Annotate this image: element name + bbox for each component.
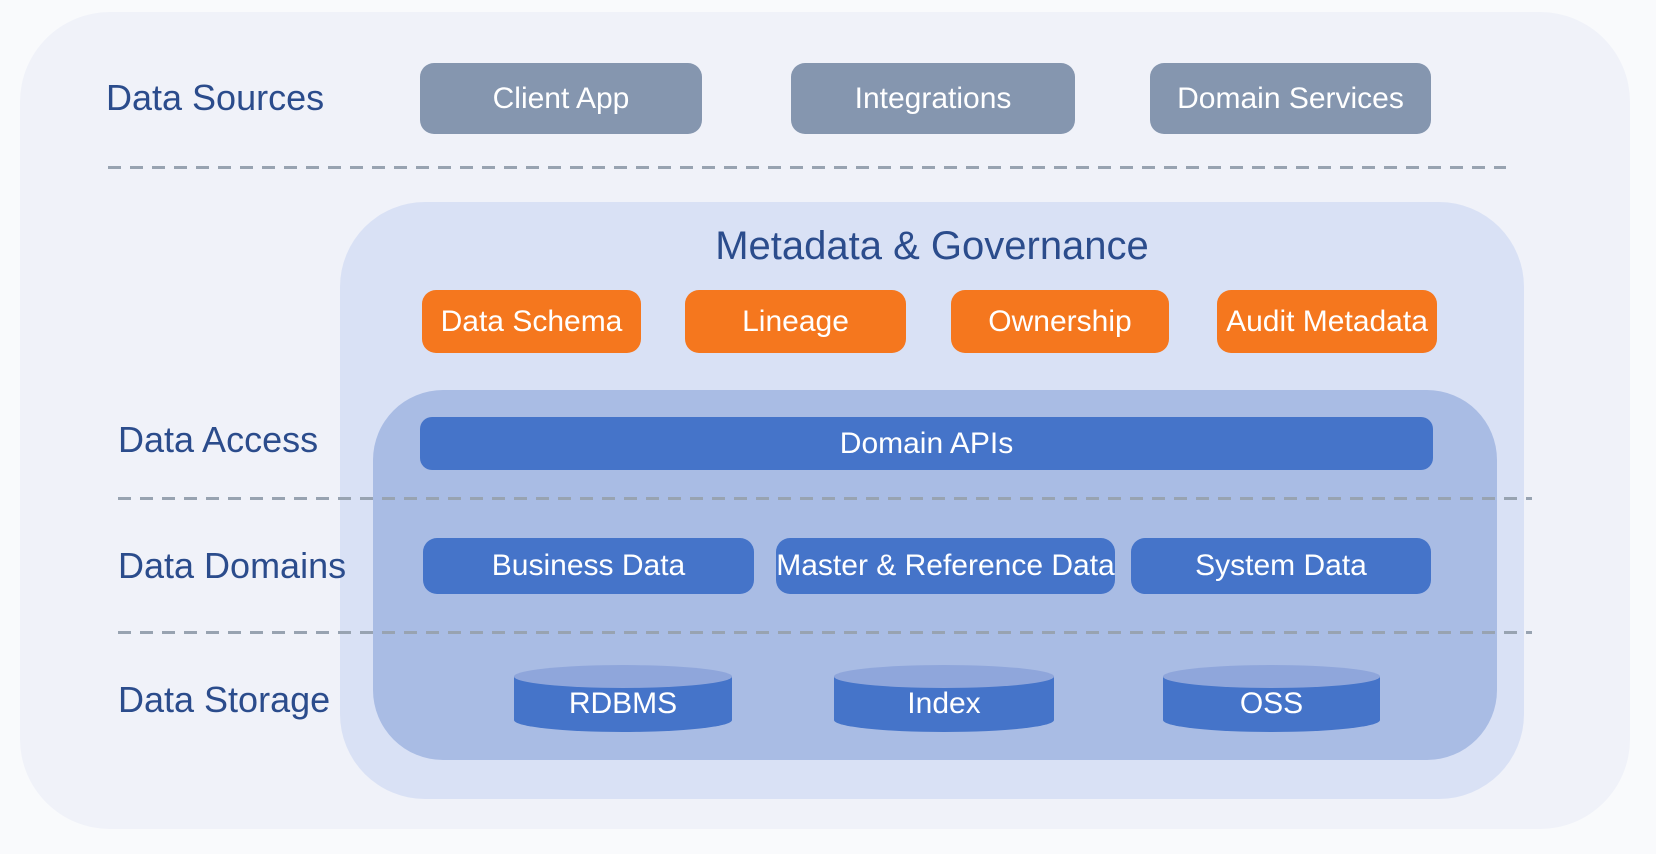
cylinder-top-ellipse [514, 665, 732, 688]
cylinder-oss: OSS [1163, 665, 1380, 732]
cylinder-top-ellipse [1163, 665, 1380, 688]
cylinder-top-ellipse [834, 665, 1054, 688]
row-label-data-storage: Data Storage [118, 679, 331, 720]
source-box-client-app: Client App [420, 63, 702, 134]
divider-sources-access [108, 166, 1506, 169]
chip-audit-metadata: Audit Metadata [1217, 290, 1437, 353]
cylinder-rdbms: RDBMS [514, 665, 732, 732]
domain-box-business-data: Business Data [423, 538, 754, 594]
domain-box-system-data: System Data [1131, 538, 1431, 594]
source-box-domain-services: Domain Services [1150, 63, 1431, 134]
cylinder-index: Index [834, 665, 1054, 732]
source-box-integrations: Integrations [791, 63, 1075, 134]
chip-ownership: Ownership [951, 290, 1169, 353]
row-label-data-domains: Data Domains [118, 545, 347, 586]
chip-data-schema: Data Schema [422, 290, 641, 353]
divider-access-domains [118, 497, 1532, 500]
row-label-data-access: Data Access [118, 419, 319, 460]
divider-domains-storage [118, 631, 1532, 634]
domain-box-master-reference-data: Master & Reference Data [776, 538, 1115, 594]
chip-lineage: Lineage [685, 290, 906, 353]
row-label-data-sources: Data Sources [106, 77, 325, 118]
domain-apis-bar: Domain APIs [420, 417, 1433, 470]
governance-title: Metadata & Governance [715, 224, 1149, 268]
cylinder-label: OSS [1163, 676, 1380, 732]
